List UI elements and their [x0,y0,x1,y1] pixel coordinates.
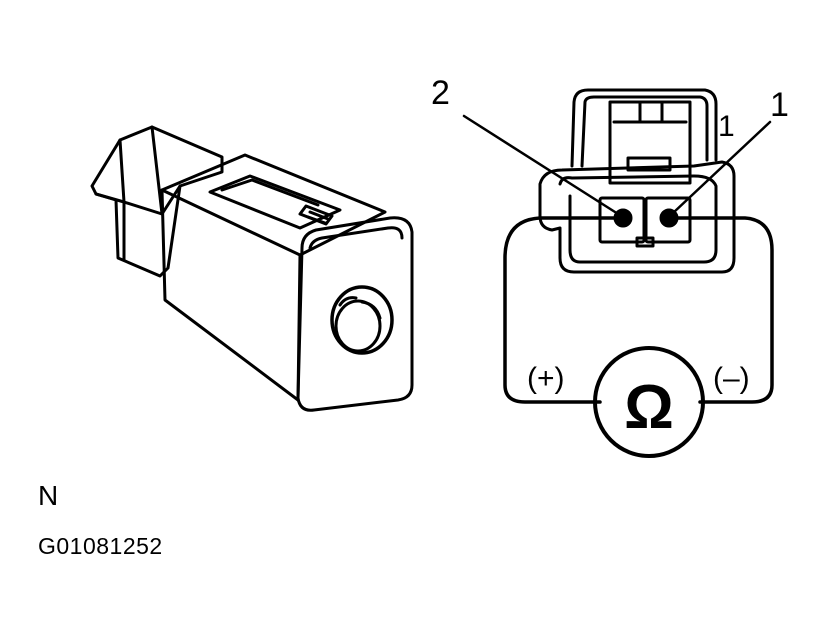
terminal-cavity-2 [598,196,646,244]
negative-label: (–) [713,362,750,395]
leader-line-1 [671,120,772,215]
positive-lead [503,216,625,404]
ohmmeter [593,346,705,458]
connector-face [538,88,736,274]
terminal-cavity-1 [644,196,692,244]
latch [208,174,342,230]
view-code-caption: N [38,480,59,511]
ohmmeter-circuit [503,216,774,458]
main-body [160,153,387,257]
switch-body-illustration [90,125,414,412]
negative-lead [667,216,774,404]
lock-tab [570,88,718,168]
terminal-1-label: 1 [770,86,789,124]
front-bezel [296,216,414,412]
positive-label: (+) [527,362,565,395]
rear-connector-housing [90,125,224,278]
figure-id-caption: G01081252 [38,533,163,559]
ohm-symbol: Ω [624,373,674,442]
terminal-2-label: 2 [431,74,450,112]
connector-shell [538,160,736,274]
leader-line-2 [462,114,617,214]
push-button [330,285,394,355]
tab-mark-label: 1 [718,110,735,143]
